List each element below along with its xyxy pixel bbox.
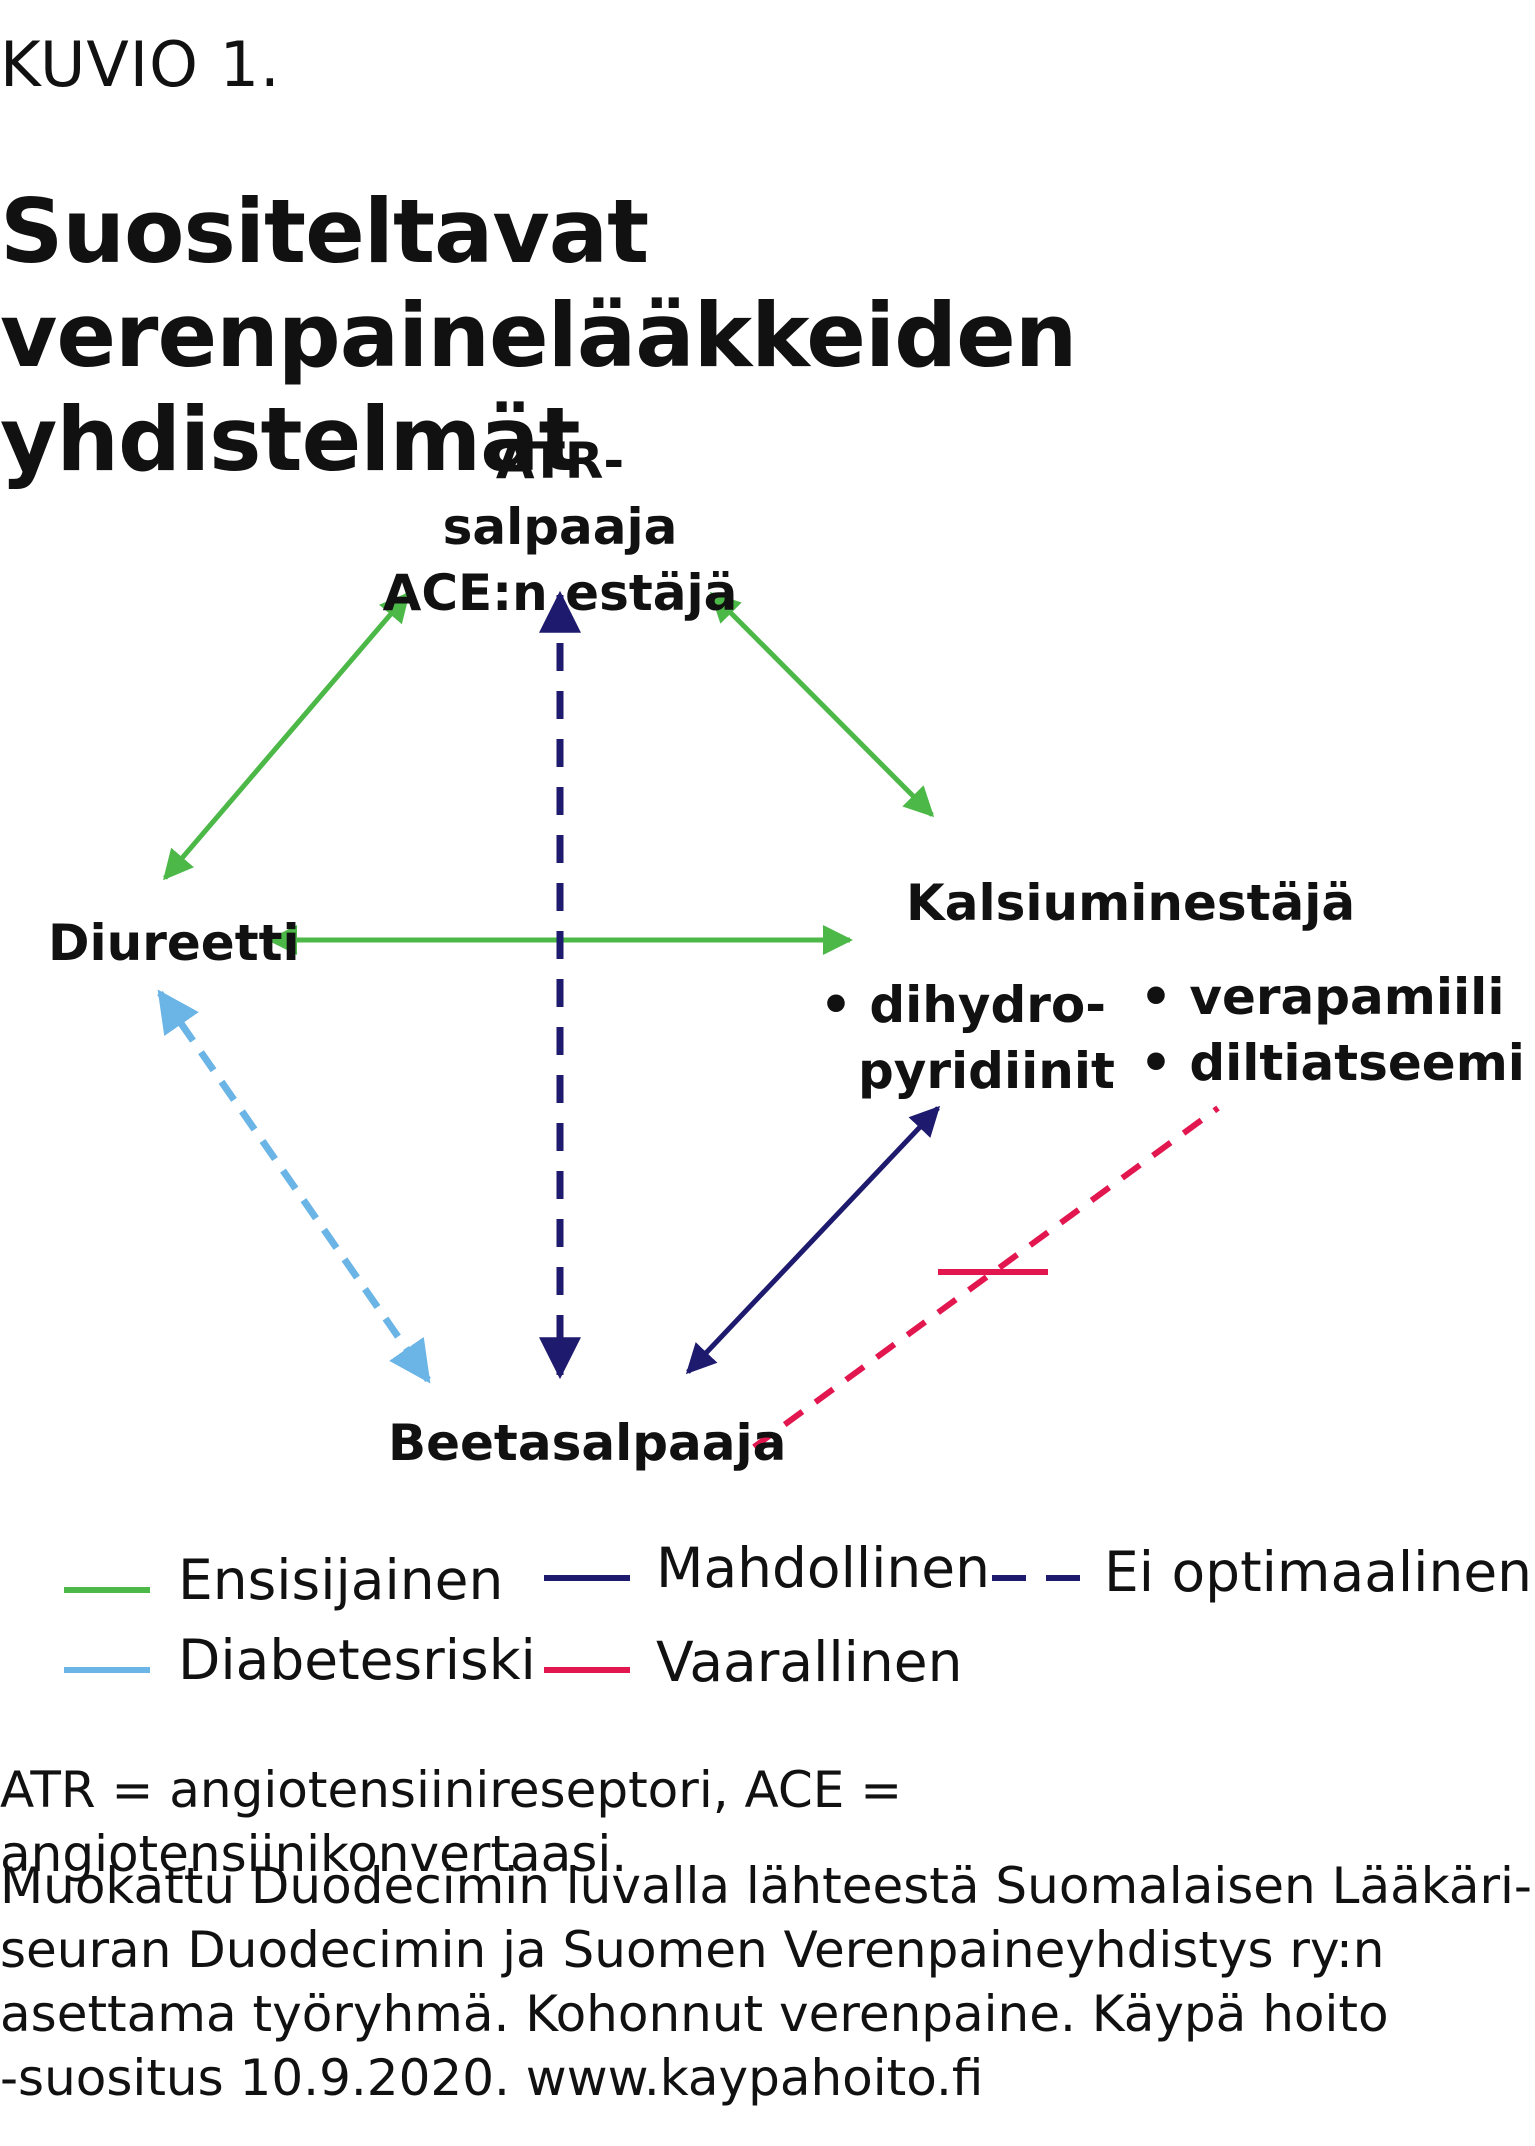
node-diureetti: Diureetti bbox=[48, 914, 300, 972]
node-atr-ace: ATR-salpaaja ACE:n estäjä bbox=[380, 428, 740, 626]
legend-label-diabetesriski: Diabetesriski bbox=[178, 1628, 536, 1692]
edge-diureetti-atr bbox=[163, 591, 410, 881]
edge-diureetti-beeta bbox=[157, 989, 431, 1384]
edge-beeta-dihydropyridiinit bbox=[685, 1105, 941, 1375]
figure-label: KUVIO 1. bbox=[0, 28, 281, 101]
legend-label-ei-optimaalinen: Ei optimaalinen bbox=[1104, 1540, 1533, 1604]
source-line-2: seuran Duodecimin ja Suomen Verenpaineyh… bbox=[0, 1921, 1385, 1979]
legend-swatch-vaarallinen bbox=[544, 1667, 630, 1673]
node-verapamiili-diltiatseemi: • verapamiili • diltiatseemi bbox=[1140, 964, 1525, 1096]
title-line-2: yhdistelmät bbox=[0, 388, 581, 491]
abbreviation-note: ATR = angiotensiinireseptori, ACE = angi… bbox=[0, 1761, 903, 1883]
edge-atr-kalsium bbox=[709, 591, 935, 818]
title-line-1: Suositeltavat verenpainelääkkeiden bbox=[0, 180, 1077, 387]
edge-beeta-verapamiili bbox=[752, 1105, 1220, 1450]
node-atr-label: ATR-salpaaja bbox=[442, 432, 678, 556]
legend-swatch-mahdollinen bbox=[544, 1575, 630, 1581]
legend-dash-1 bbox=[992, 1575, 1026, 1581]
source-note: Muokattu Duodecimin luvalla lähteestä Su… bbox=[0, 1854, 1532, 2110]
node-ace-label: ACE:n estäjä bbox=[382, 564, 738, 622]
node-dihydropyridiinit: • dihydro- pyridiinit bbox=[820, 972, 1115, 1104]
source-line-4: -suositus 10.9.2020. www.kaypahoito.fi bbox=[0, 2049, 984, 2107]
source-line-1: Muokattu Duodecimin luvalla lähteestä Su… bbox=[0, 1857, 1532, 1915]
node-beetasalpaaja: Beetasalpaaja bbox=[388, 1414, 787, 1472]
dihydro-line-1: • dihydro- bbox=[820, 976, 1107, 1034]
legend-label-mahdollinen: Mahdollinen bbox=[656, 1536, 990, 1600]
source-line-3: asettama työryhmä. Kohonnut verenpaine. … bbox=[0, 1985, 1389, 2043]
legend-label-vaarallinen: Vaarallinen bbox=[656, 1630, 963, 1694]
legend-swatch-diabetesriski bbox=[64, 1667, 150, 1673]
diltiatseemi-label: • diltiatseemi bbox=[1140, 1034, 1525, 1092]
verapamiili-label: • verapamiili bbox=[1140, 968, 1505, 1026]
legend-swatch-ensisijainen bbox=[64, 1587, 150, 1593]
dihydro-line-2: pyridiinit bbox=[858, 1042, 1115, 1100]
node-kalsiuminestaja: Kalsiuminestäjä bbox=[906, 874, 1356, 932]
legend-dash-2 bbox=[1046, 1575, 1080, 1581]
legend-label-ensisijainen: Ensisijainen bbox=[178, 1548, 504, 1612]
figure-title: Suositeltavat verenpainelääkkeiden yhdis… bbox=[0, 180, 1535, 492]
